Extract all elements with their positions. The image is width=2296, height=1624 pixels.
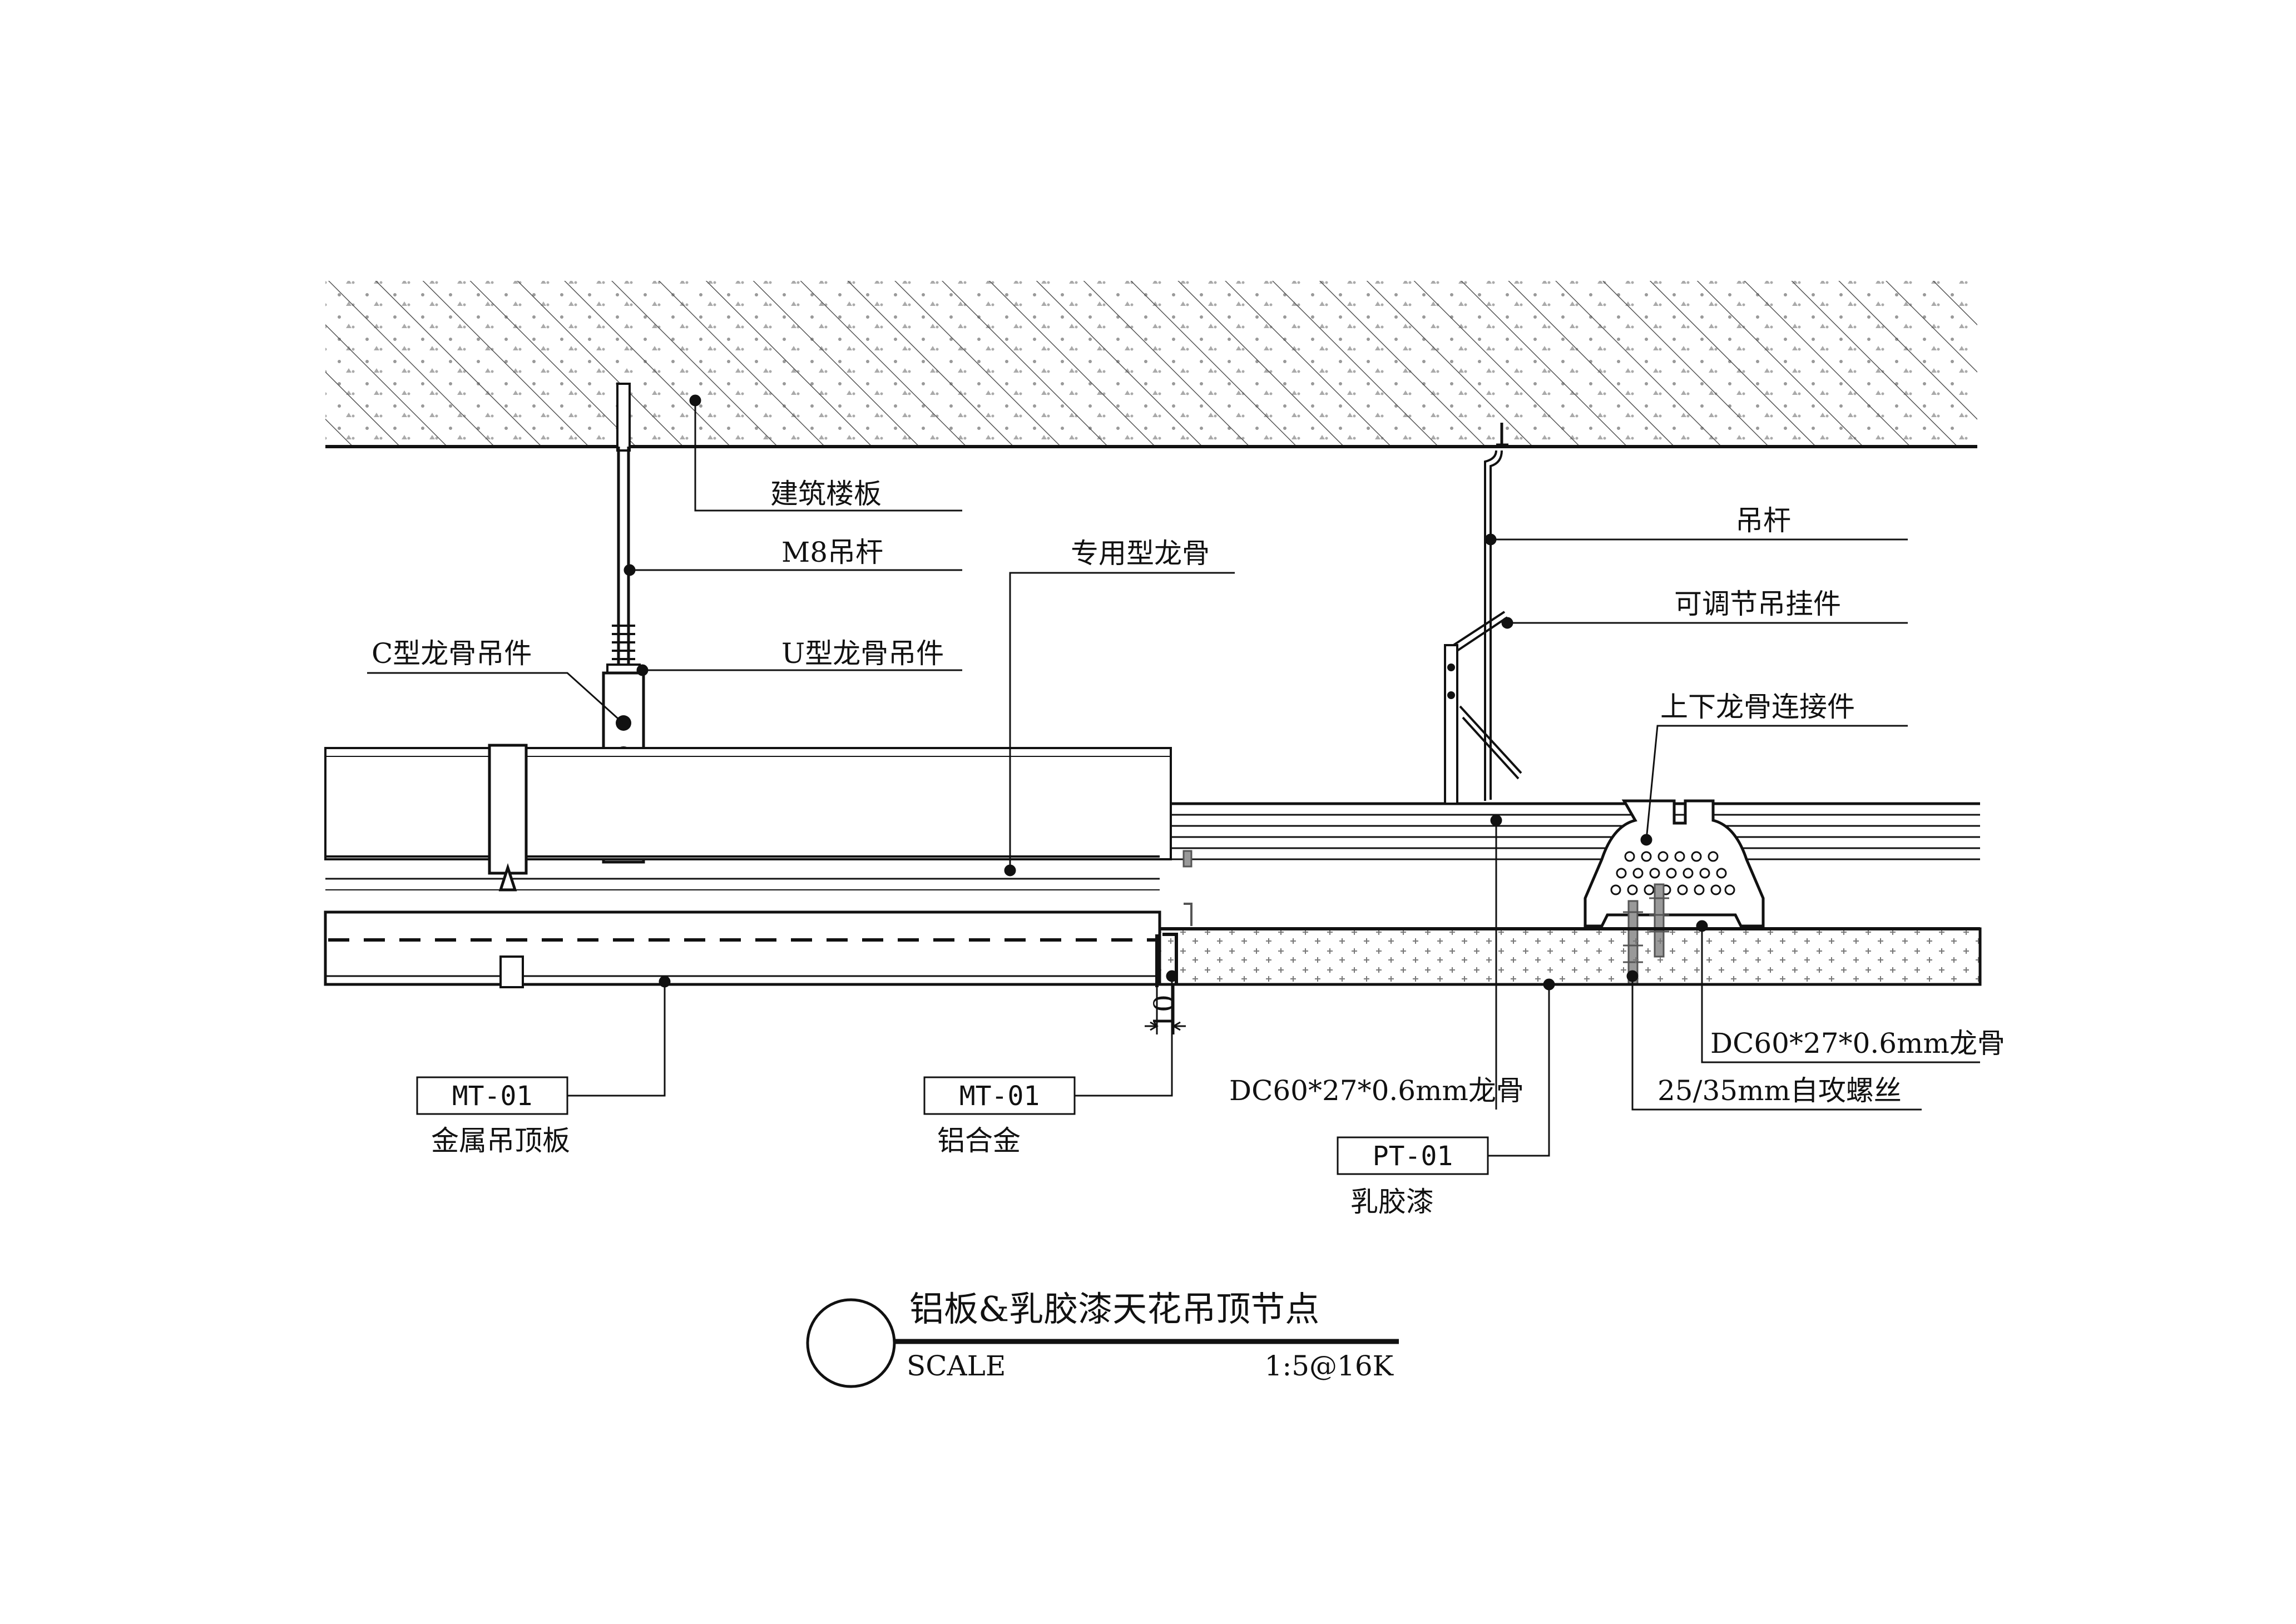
tag-mt01-alloy: MT-01 铝合金 (923, 1076, 1076, 1157)
label-keel-connector: 上下龙骨连接件 (1660, 691, 1855, 723)
tag-mt01-alloy-code: MT-01 (959, 1081, 1040, 1112)
gap-dimension: 10 (1148, 994, 1180, 1030)
title-block: 铝板&乳胶漆天花吊顶节点 SCALE 1:5@16K (806, 1289, 1399, 1388)
label-screw: 25/35mm自攻螺丝 (1657, 1075, 1902, 1107)
scale-value: 1:5@16K (1265, 1350, 1394, 1382)
label-special-keel: 专用型龙骨 (1071, 537, 1210, 570)
label-hanging-rod: 吊杆 (1735, 504, 1791, 537)
leader-lines (367, 394, 1980, 1157)
tag-pt01: PT-01 乳胶漆 (1337, 1136, 1489, 1218)
right-hanging-rod (1484, 423, 1508, 801)
label-adjustable-hanger: 可调节吊挂件 (1674, 588, 1841, 620)
tag-pt01-name: 乳胶漆 (1350, 1186, 1434, 1218)
special-keel (324, 747, 1172, 890)
tag-pt01-code: PT-01 (1373, 1141, 1453, 1172)
label-building-slab: 建筑楼板 (770, 478, 882, 510)
tag-mt01-panel: MT-01 金属吊顶板 (416, 1076, 570, 1157)
tag-mt01-panel-name: 金属吊顶板 (431, 1125, 570, 1157)
label-c-keel-hanger: C型龙骨吊件 (372, 637, 532, 670)
metal-ceiling-panel (324, 910, 1161, 988)
label-dc60-keel-left: DC60*27*0.6mm龙骨 (1229, 1075, 1524, 1107)
tag-mt01-panel-code: MT-01 (452, 1081, 533, 1112)
building-slab (325, 281, 1977, 448)
keel-connector (1584, 799, 1765, 928)
label-u-keel-hanger: U型龙骨吊件 (781, 637, 944, 670)
tag-mt01-alloy-name: 铝合金 (937, 1125, 1021, 1157)
gypsum-board-latex-paint (1158, 927, 1982, 986)
adjustable-hanger (1444, 611, 1522, 805)
drawing-title: 铝板&乳胶漆天花吊顶节点 (909, 1289, 1319, 1329)
scale-label: SCALE (907, 1350, 1006, 1382)
detail-bubble (806, 1298, 896, 1388)
label-dc60-keel-right: DC60*27*0.6mm龙骨 (1710, 1027, 2005, 1059)
label-m8-rod: M8吊杆 (781, 536, 883, 568)
dc60-keel-upper (1171, 802, 1980, 860)
